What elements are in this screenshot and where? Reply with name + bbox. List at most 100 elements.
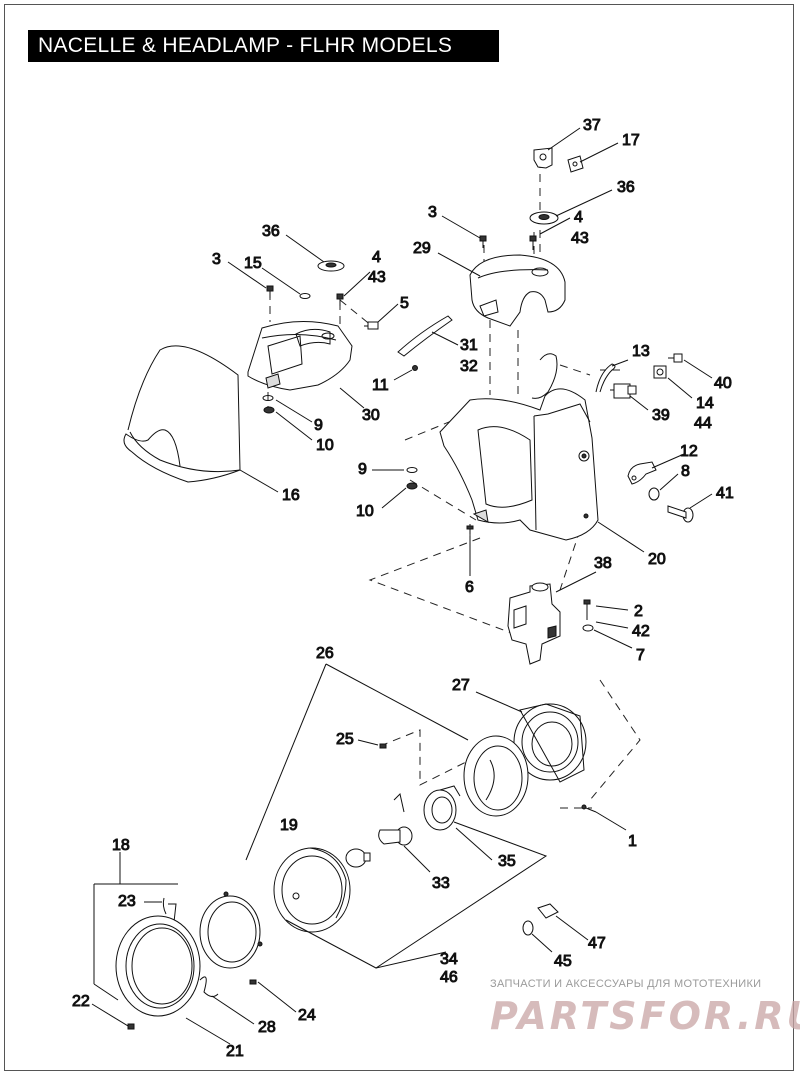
part-25-screw: [379, 743, 387, 749]
callout-36: 36: [262, 223, 280, 240]
callout-9: 9: [358, 461, 367, 478]
leader-lines: [91, 127, 713, 1045]
part-15-washer: [299, 293, 311, 299]
part-30-instrument-housing: [247, 320, 353, 391]
part-33-bulb-socket: [345, 848, 371, 868]
callout-23: 23: [118, 893, 136, 910]
callout-4: 4: [574, 209, 583, 226]
callout-3: 3: [428, 204, 437, 221]
diagram-frame: [4, 4, 794, 1071]
part-8-washer: [648, 487, 660, 501]
callout-31: 31: [460, 337, 478, 354]
callout-15: 15: [244, 255, 262, 272]
callout-30: 30: [362, 407, 380, 424]
part-33-bulb: [378, 793, 413, 846]
part-2-screw: [583, 599, 591, 620]
callout-2: 2: [634, 603, 643, 620]
part-6-screw: [466, 524, 474, 534]
part-3-screw-left: [266, 285, 274, 298]
callout-14: 14: [696, 395, 714, 412]
callout-11: 11: [372, 377, 389, 394]
part-14-plate: [653, 365, 667, 379]
watermark-logo: PARTSFOR.RU: [490, 994, 800, 1038]
part-31-trim-strip: [397, 315, 453, 357]
part-20-lower-nacelle: [439, 353, 599, 541]
diagram-title: NACELLE & HEADLAMP - FLHR MODELS: [38, 34, 453, 57]
callout-labels: 37 17 36 3 4 43 29 36 4 43 3 15 5 31 32 …: [72, 117, 735, 1061]
callout-16: 16: [282, 487, 300, 504]
watermark-tagline: ЗАПЧАСТИ И АКСЕССУАРЫ ДЛЯ МОТОТЕХНИКИ: [490, 978, 762, 990]
callout-27: 27: [452, 677, 470, 694]
callout-39: 39: [652, 407, 670, 424]
part-3-screw-right: [479, 235, 487, 248]
part-22-screw: [127, 1023, 135, 1030]
part-26-backing-plate: [463, 735, 529, 817]
callout-8: 8: [681, 463, 690, 480]
part-39-switch: [610, 383, 637, 399]
part-37-bracket: [533, 147, 553, 169]
callout-24: 24: [298, 1007, 316, 1024]
callout-12: 12: [680, 443, 698, 460]
callout-34: 34: [440, 951, 458, 968]
part-12-bracket: [627, 461, 657, 485]
callout-10: 10: [316, 437, 334, 454]
part-24-screw: [249, 979, 257, 985]
part-45-bulb: [522, 920, 534, 936]
callout-25: 25: [336, 731, 354, 748]
part-7-washer: [582, 624, 594, 632]
part-17-clip: [567, 155, 584, 173]
callout-44: 44: [694, 415, 712, 432]
callout-29: 29: [413, 240, 431, 257]
callout-1: 1: [628, 833, 637, 850]
part-4-screw-right: [529, 235, 537, 250]
part-38-bracket: [507, 582, 561, 665]
callout-28: 28: [258, 1019, 276, 1036]
part-19-sealed-beam: [273, 847, 351, 933]
callout-19: 19: [280, 817, 298, 834]
callout-32: 32: [460, 358, 478, 375]
part-36-grommet-right: [529, 211, 559, 225]
part-21-trim-ring: [115, 915, 201, 1017]
callout-36: 36: [617, 179, 635, 196]
callout-35: 35: [498, 853, 516, 870]
part-1-screw: [581, 804, 597, 813]
part-41-bolt: [667, 505, 694, 523]
callout-3: 3: [212, 251, 221, 268]
part-9-10-washers-left: [262, 395, 275, 414]
part-4-screw-left: [336, 293, 344, 306]
callout-9: 9: [314, 417, 323, 434]
title-bar: NACELLE & HEADLAMP - FLHR MODELS: [28, 30, 499, 62]
callout-42: 42: [632, 623, 650, 640]
part-23-clip: [162, 897, 177, 923]
callout-40: 40: [714, 375, 732, 392]
part-13-spring-clip: [595, 363, 616, 393]
callout-43: 43: [571, 230, 589, 247]
callout-41: 41: [716, 485, 734, 502]
part-11-screw: [412, 365, 418, 371]
callout-20: 20: [648, 551, 666, 568]
callout-22: 22: [72, 993, 90, 1010]
callout-26: 26: [316, 645, 334, 662]
part-47-bulb-socket: [537, 903, 559, 919]
part-9-10-washers-center: [406, 467, 418, 490]
callout-5: 5: [400, 295, 409, 312]
callout-46: 46: [440, 969, 458, 986]
part-24-retaining-ring: [199, 891, 263, 969]
part-36-grommet-left: [317, 260, 345, 272]
callout-6: 6: [465, 579, 474, 596]
callout-13: 13: [632, 343, 650, 360]
callout-33: 33: [432, 875, 450, 892]
callout-43: 43: [368, 269, 386, 286]
callout-47: 47: [588, 935, 606, 952]
part-28-spring: [199, 976, 219, 998]
part-16-windshield: [123, 345, 241, 483]
callout-45: 45: [554, 953, 572, 970]
callout-17: 17: [622, 132, 640, 149]
part-35-socket-housing: [423, 785, 461, 831]
callout-10: 10: [356, 503, 374, 520]
callout-4: 4: [372, 249, 381, 266]
part-5-screw: [364, 321, 379, 330]
callout-7: 7: [636, 647, 645, 664]
callout-37: 37: [583, 117, 601, 134]
